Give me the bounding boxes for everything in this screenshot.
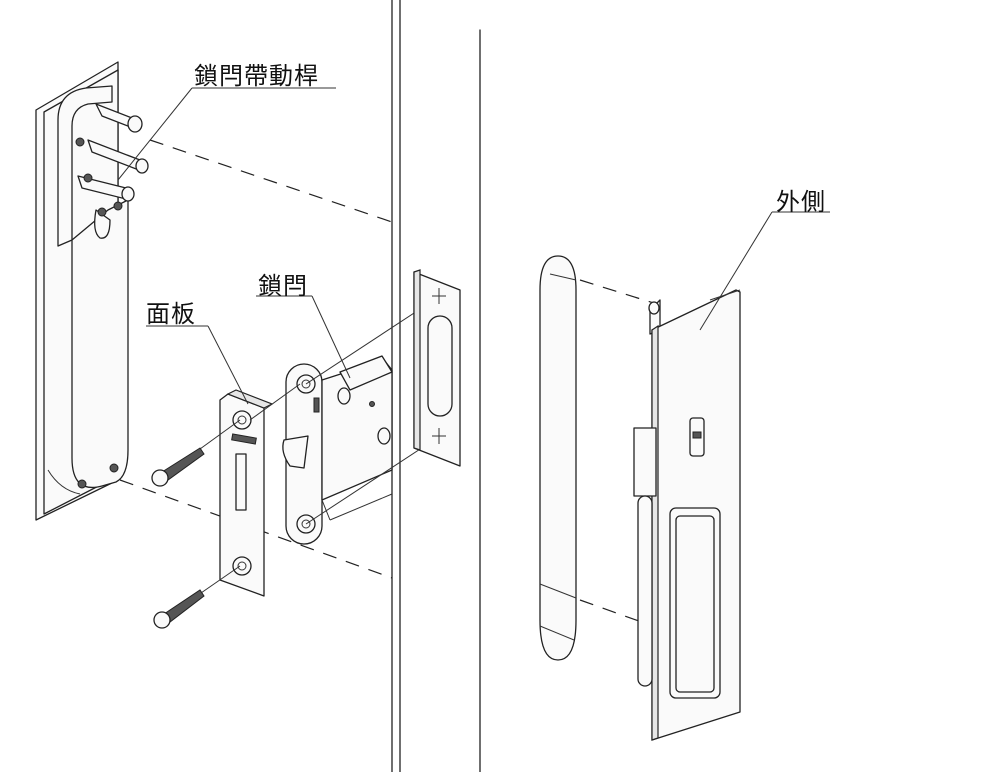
label-bolt-drive-rod: 鎖閂帶動桿 xyxy=(194,62,319,90)
label-faceplate: 面板 xyxy=(146,300,196,328)
latch-bolt-part xyxy=(282,355,393,545)
leader-lines xyxy=(117,87,830,405)
bolt-drive-rods xyxy=(75,103,149,239)
door-panel-left xyxy=(391,0,401,772)
strike-plate xyxy=(413,269,461,467)
label-latch-bolt: 鎖閂 xyxy=(258,272,308,300)
screw-top xyxy=(151,419,241,487)
inside-handle-plate xyxy=(35,61,149,521)
faceplate-part xyxy=(219,389,274,597)
label-outside: 外側 xyxy=(776,188,826,216)
screw-bottom xyxy=(153,565,241,629)
door-cutout xyxy=(539,255,577,661)
outside-handle-plate xyxy=(633,289,741,741)
